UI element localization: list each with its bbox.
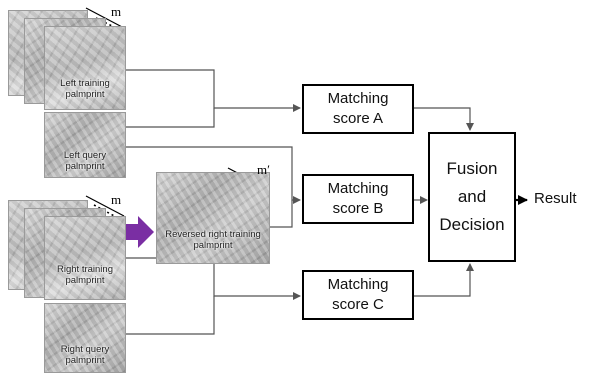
connector-left-query-to-a [126,108,215,128]
matching-score-c-label: Matching score C [327,276,389,313]
right-query-image [44,303,126,373]
result-label: Result [534,190,577,207]
connector-c-to-fusion [414,263,474,297]
matching-score-c-box: Matching score C [302,270,414,320]
right-query-label: Right query palmprint [60,344,110,366]
fusion-decision-label: Fusion and Decision [439,159,505,234]
connector-left-query-to-b [126,146,301,204]
fusion-decision-box: Fusion and Decision [428,132,516,262]
matching-score-a-label: Matching score A [327,90,389,127]
reversed-training-count: m′ [257,162,270,177]
reversed-training-label: Reversed right training palmprint [165,229,261,251]
left-query-label: Left query palmprint [63,150,107,172]
right-training-label: Right training palmprint [57,264,113,286]
left-training-front [44,26,126,110]
connector-left-training-to-a [126,69,301,112]
left-query-image [44,112,126,178]
left-training-count: m [111,4,122,19]
right-training-count: m [111,192,122,207]
matching-score-b-label: Matching score B [327,180,389,217]
connector-a-to-fusion [414,107,474,131]
connector-right-query-to-c [126,296,215,335]
reversed-training-front [156,172,270,264]
right-training-front [44,216,126,300]
matching-score-a-box: Matching score A [302,84,414,134]
transform-arrow [124,216,154,248]
connector-reversed-to-b [270,200,293,228]
left-training-label: Left training palmprint [60,78,110,100]
right-stack-mark-line [85,195,125,217]
matching-score-b-box: Matching score B [302,174,414,224]
